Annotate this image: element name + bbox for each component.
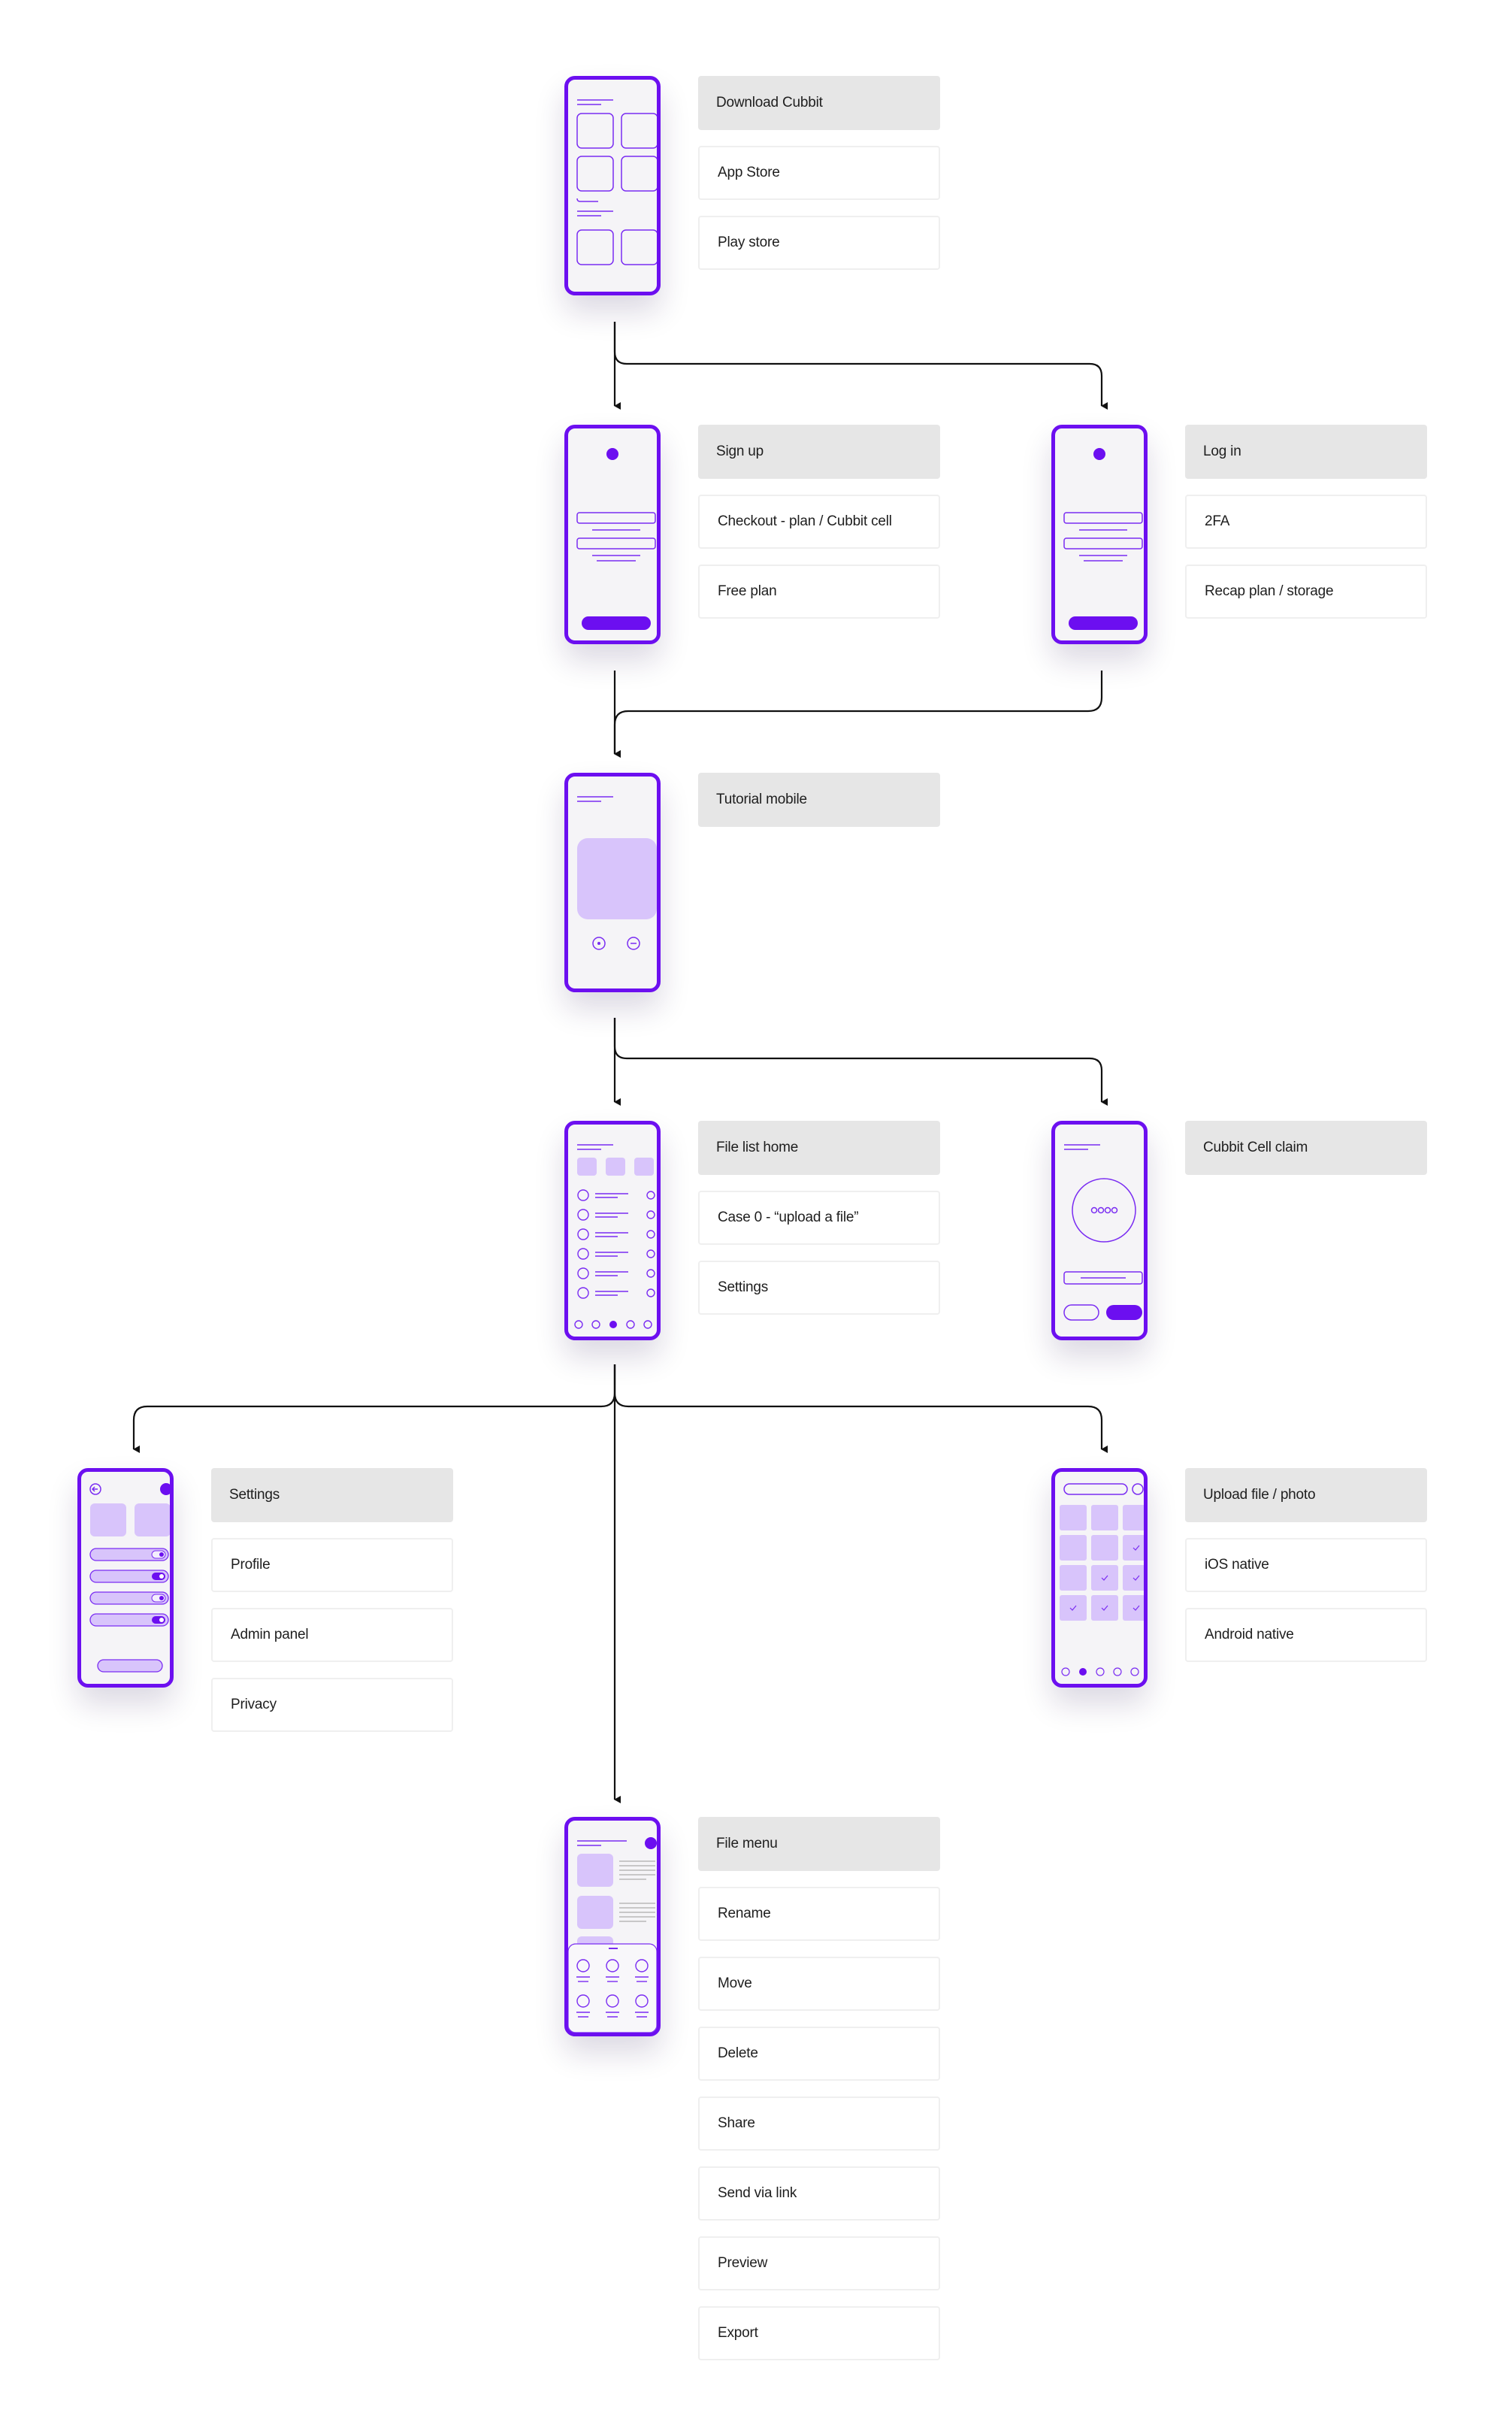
edge-download-login [613,322,1108,410]
download-item-play-store: Play store [698,216,940,270]
filelist-header: File list home [698,1121,940,1175]
file-menu-screen [564,1817,661,2036]
cell-claim-screen [1051,1121,1148,1340]
login-item-2fa: 2FA [1185,495,1427,549]
filemenu-item-move: Move [698,1957,940,2011]
edge-tutorial-cellclaim [613,1018,1108,1106]
login-screen [1051,425,1148,644]
store-grid-screen [564,76,661,295]
upload-item-ios-native: iOS native [1185,1538,1427,1592]
signup-screen [564,425,661,644]
filemenu-item-rename: Rename [698,1887,940,1941]
filelist-item-case-0: Case 0 - “upload a file” [698,1191,940,1245]
edge-login-tutorial [613,671,1103,758]
download-item-app-store: App Store [698,146,940,200]
signup-header: Sign up [698,425,940,479]
file-list-screen [564,1121,661,1340]
filemenu-item-share: Share [698,2096,940,2151]
edge-filelist-settings [132,1364,616,1453]
upload-screen [1051,1468,1148,1688]
signup-item-free-plan: Free plan [698,565,940,619]
settings-item-profile: Profile [211,1538,453,1592]
tutorial-header: Tutorial mobile [698,773,940,827]
login-header: Log in [1185,425,1427,479]
cellclaim-header: Cubbit Cell claim [1185,1121,1427,1175]
filemenu-item-export: Export [698,2306,940,2360]
filemenu-header: File menu [698,1817,940,1871]
tutorial-screen [564,773,661,992]
upload-header: Upload file / photo [1185,1468,1427,1522]
signup-item-checkout: Checkout - plan / Cubbit cell [698,495,940,549]
upload-item-android-native: Android native [1185,1608,1427,1662]
settings-item-admin-panel: Admin panel [211,1608,453,1662]
settings-screen [77,1468,174,1688]
filelist-item-settings: Settings [698,1261,940,1315]
download-header: Download Cubbit [698,76,940,130]
settings-header: Settings [211,1468,453,1522]
settings-item-privacy: Privacy [211,1678,453,1732]
login-item-recap-plan: Recap plan / storage [1185,565,1427,619]
filemenu-item-preview: Preview [698,2236,940,2290]
edge-filelist-upload [613,1364,1108,1453]
filemenu-item-send-via-link: Send via link [698,2166,940,2221]
filemenu-item-delete: Delete [698,2027,940,2081]
